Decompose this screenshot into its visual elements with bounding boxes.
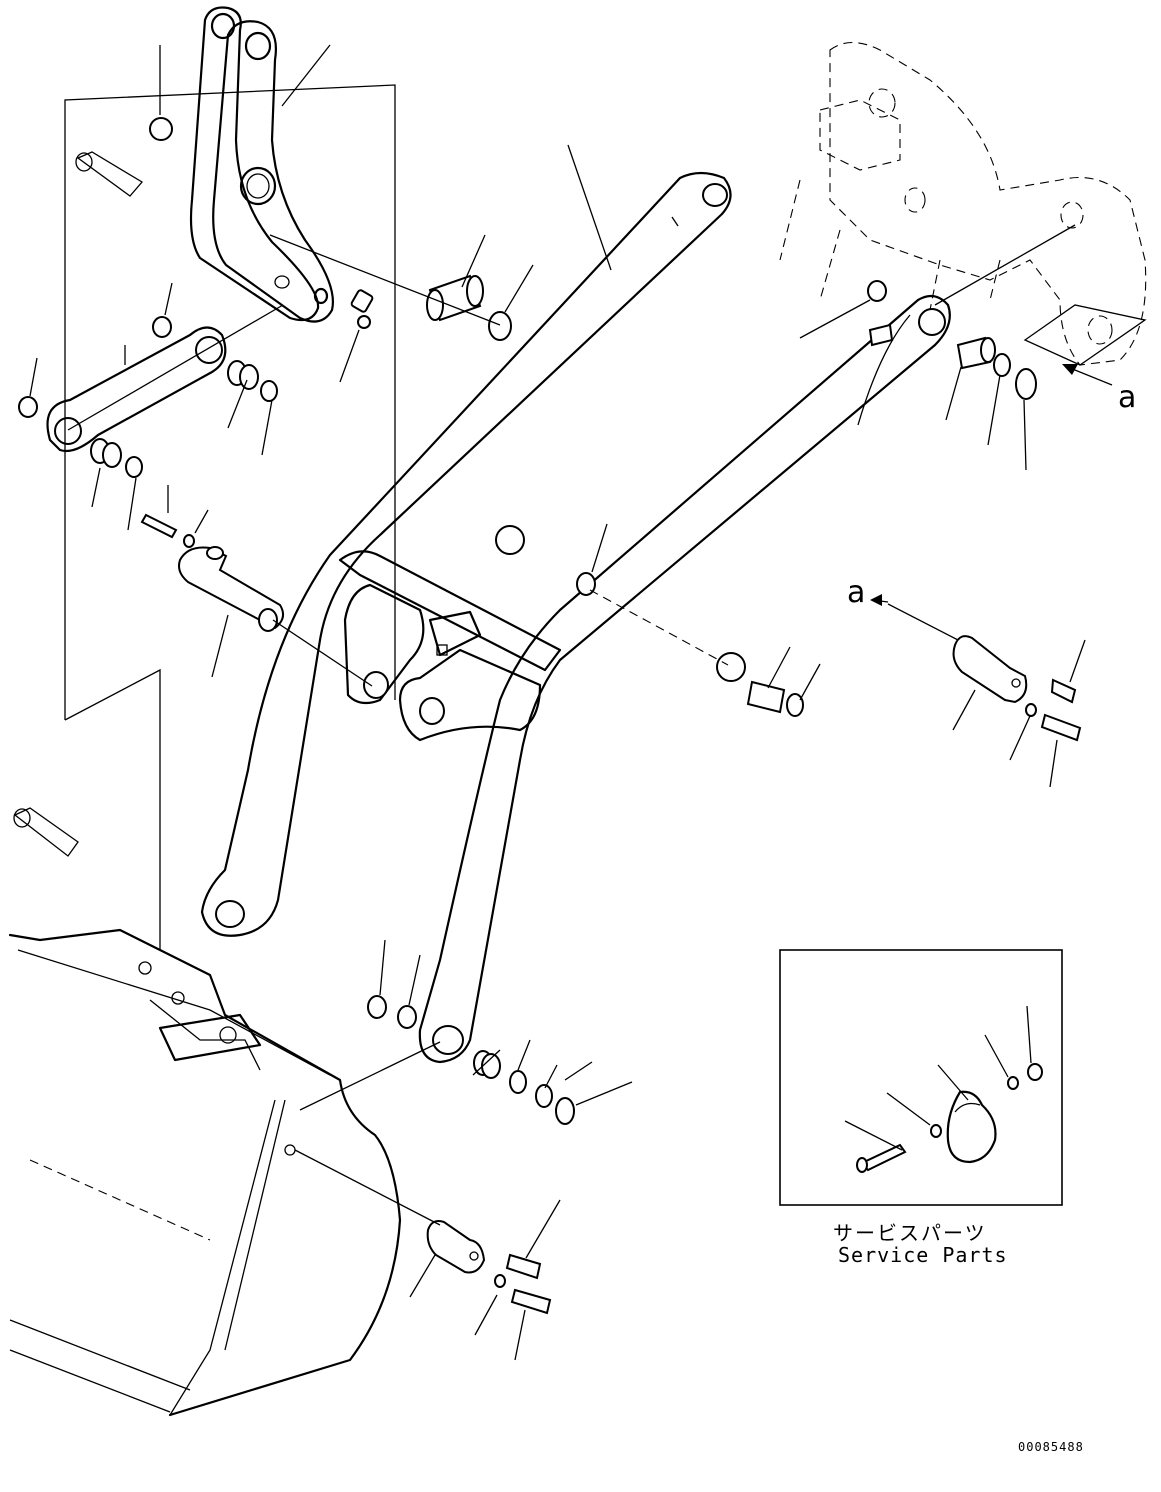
seal-ring <box>125 456 143 478</box>
seal-ring <box>367 995 387 1019</box>
bolt <box>140 513 178 539</box>
seal-ring <box>535 1084 553 1108</box>
bushing <box>956 336 996 370</box>
service-parts-caption-en: Service Parts <box>838 1243 1008 1267</box>
pin <box>870 594 1028 704</box>
bushing <box>473 1050 501 1079</box>
seal-ring <box>488 311 512 341</box>
seal-ring <box>576 572 596 596</box>
seal-ring <box>867 280 887 302</box>
lift-arm-cross-tube <box>338 550 562 742</box>
service-parts-caption-jp: サービスパーツ <box>833 1221 987 1245</box>
bell-crank-pin <box>75 151 143 197</box>
boom-boss <box>495 525 525 555</box>
grease-fitting <box>868 323 894 347</box>
grease-fitting <box>350 289 374 329</box>
pin <box>426 1220 486 1274</box>
bucket-pin <box>13 807 79 857</box>
reference-arrow <box>1062 364 1113 386</box>
washer <box>1025 703 1037 717</box>
reference-label: a <box>847 575 866 610</box>
seal-ring <box>993 353 1011 377</box>
seal-ring <box>260 380 278 402</box>
vehicle-frame <box>779 41 1147 366</box>
washer <box>183 534 195 548</box>
lift-arm-right-boom <box>418 294 951 1064</box>
bushing <box>227 360 259 390</box>
grease-fitting <box>1050 678 1077 704</box>
service-parts-box <box>779 949 1063 1206</box>
seal-ring <box>152 316 172 338</box>
washer <box>494 1274 506 1288</box>
leader-lines <box>29 44 1147 1361</box>
seal-ring <box>18 396 38 418</box>
boom-boss <box>716 652 746 682</box>
seal-ring <box>149 117 173 141</box>
bushing <box>426 274 484 322</box>
bushing <box>90 438 122 468</box>
bell-crank <box>189 6 334 323</box>
seal-ring <box>509 1070 527 1094</box>
bucket <box>8 928 402 1417</box>
dust-cap <box>555 1097 575 1125</box>
link-pin <box>178 546 285 632</box>
bucket-link <box>46 326 227 453</box>
bolt <box>1040 713 1082 742</box>
seal-ring <box>397 1005 417 1029</box>
reference-label: a <box>1118 380 1137 415</box>
grease-fitting <box>505 1253 542 1280</box>
drawing-number: 00085488 <box>1018 1440 1084 1454</box>
shim <box>1015 368 1037 400</box>
bushing <box>746 680 804 717</box>
lift-arm-left-boom <box>200 171 732 937</box>
bolt <box>510 1288 552 1315</box>
